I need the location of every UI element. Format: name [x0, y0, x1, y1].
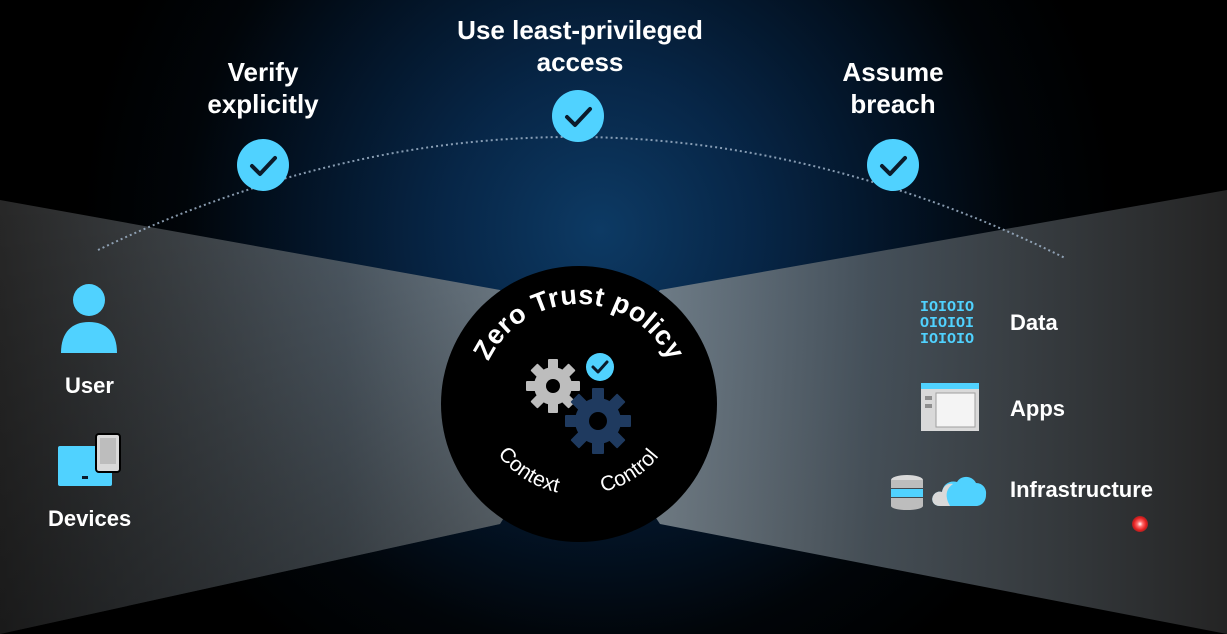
checkmark-icon	[586, 353, 614, 381]
svg-text:IOIOIO: IOIOIO	[920, 331, 974, 344]
context-label: Context	[494, 443, 562, 498]
policy-graphics: Zero Trust policy Context Control	[467, 280, 690, 498]
cloud-icon	[930, 472, 988, 508]
policy-title: Zero Trust policy	[467, 280, 690, 365]
checkmark-icon	[552, 90, 604, 142]
app-window-icon	[920, 382, 980, 432]
svg-text:IOIOIO: IOIOIO	[920, 299, 974, 316]
svg-text:Control: Control	[597, 445, 662, 497]
devices-label: Devices	[48, 506, 132, 531]
principle-assume-breach: Assume breach	[842, 57, 944, 119]
principle-least-privileged-access: Use least-privileged access	[457, 15, 703, 77]
laser-pointer-dot	[1132, 516, 1148, 532]
control-label: Control	[597, 445, 662, 497]
devices-icon	[56, 432, 122, 488]
gear-icon	[526, 359, 580, 413]
svg-text:Zero Trust policy: Zero Trust policy	[467, 280, 690, 365]
binary-data-icon: IOIOIO OIOIOI IOIOIO	[920, 298, 982, 348]
infrastructure-label: Infrastructure	[1010, 477, 1154, 502]
database-icon	[889, 474, 925, 510]
user-icon	[60, 282, 118, 354]
gear-icon	[565, 388, 631, 454]
apps-label: Apps	[1010, 396, 1065, 421]
svg-text:Context: Context	[494, 443, 562, 498]
checkmark-icon	[867, 139, 919, 191]
checkmark-icon	[237, 139, 289, 191]
principle-verify-explicitly: Verify explicitly	[207, 57, 319, 119]
user-label: User	[65, 373, 114, 398]
right-beam	[580, 190, 1227, 634]
data-label: Data	[1010, 310, 1058, 335]
svg-text:OIOIOI: OIOIOI	[920, 315, 974, 332]
zero-trust-policy-circle: Zero Trust policy Context Control	[441, 266, 717, 542]
